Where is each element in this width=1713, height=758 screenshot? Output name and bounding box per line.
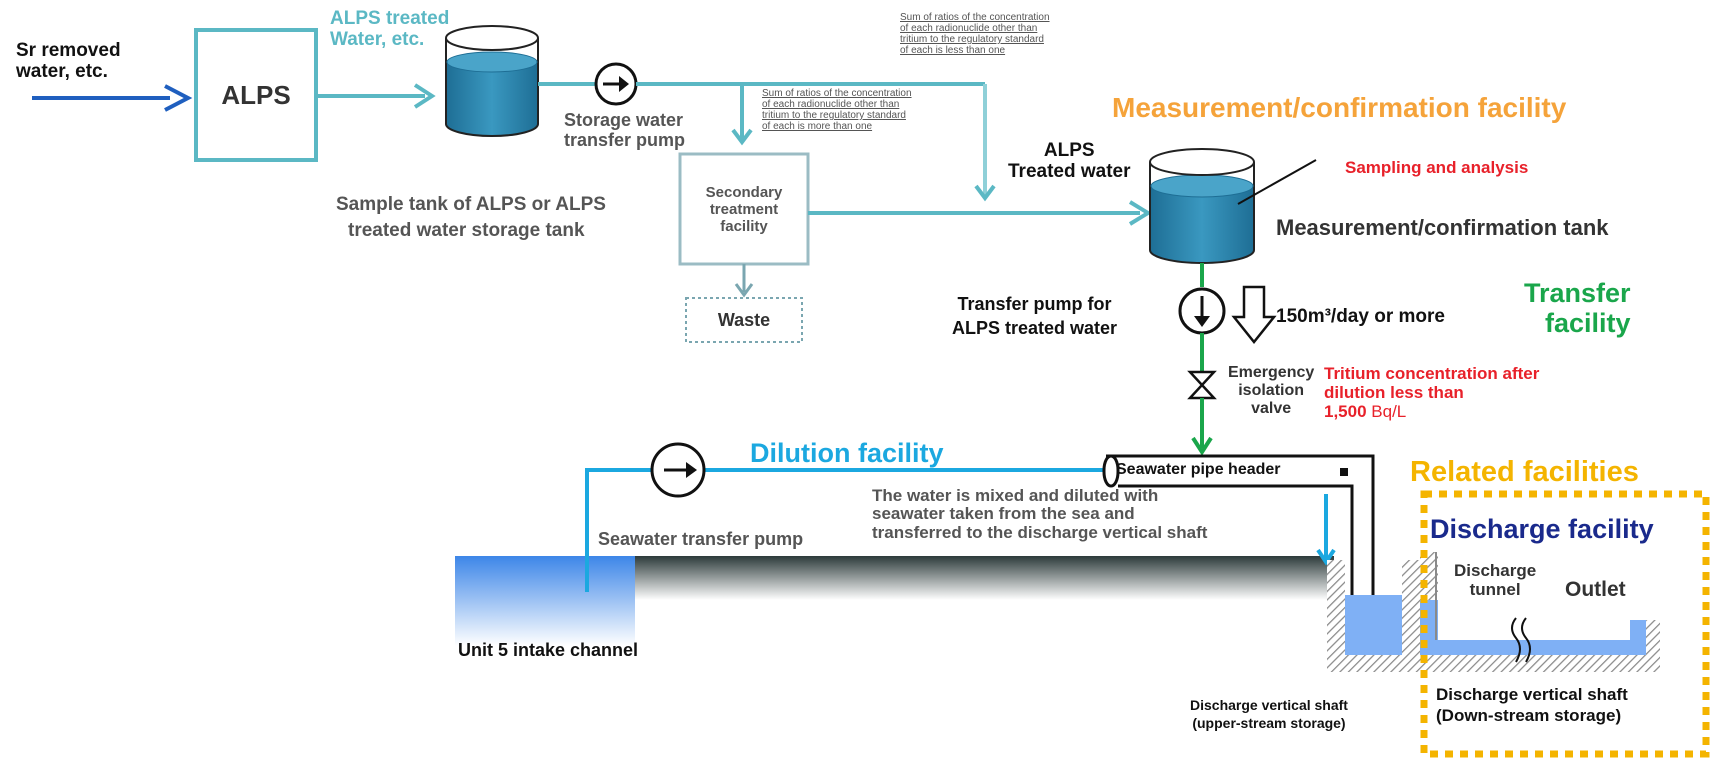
alps-label: ALPS	[221, 79, 291, 110]
dilution-pipe	[585, 468, 1104, 592]
flow-rate-arrow-icon	[1231, 285, 1277, 345]
measurement-tank-icon	[1149, 148, 1317, 264]
intake-channel-label: Unit 5 intake channel	[458, 640, 639, 660]
seawater-pump-label: Seawater transfer pump	[598, 529, 804, 549]
seawater-pipe-header	[1102, 454, 1375, 595]
related-facilities-title: Related facilities	[1410, 456, 1639, 488]
outlet-label: Outlet	[1565, 578, 1626, 601]
waste-label: Waste	[717, 309, 771, 330]
transfer-pump-icon	[1178, 263, 1226, 335]
discharge-facility-title: Discharge facility	[1430, 514, 1654, 544]
storage-outflow-lines	[636, 82, 996, 202]
secondary-treatment-box	[678, 152, 810, 266]
transfer-line	[1187, 333, 1217, 456]
tritium-value: 1,500	[1324, 402, 1367, 422]
shaft-inflow-arrow	[1316, 494, 1336, 566]
intake-channel-water	[455, 556, 635, 646]
related-facilities-box	[1420, 490, 1710, 758]
seawater-pump-icon	[650, 442, 706, 498]
measurement-tank-label: Measurement/confirmation tank	[1276, 215, 1609, 240]
measurement-facility-title: Measurement/confirmation facility	[1112, 92, 1567, 123]
alps-to-tank-arrow	[316, 83, 436, 109]
flow-rate-label: 150m³/day or more	[1276, 306, 1445, 327]
sample-tank-label: Sample tank of ALPS or ALPS treated wate…	[336, 194, 606, 241]
shaft-downstream-label: Discharge vertical shaft(Down-stream sto…	[1436, 685, 1628, 726]
waste-arrow	[734, 264, 754, 298]
storage-tank-icon	[445, 25, 539, 137]
secondary-to-measurement-line	[808, 200, 1152, 226]
shaft-upstream-label: Discharge vertical shaft(upper-stream st…	[1190, 697, 1348, 732]
upstream-shaft	[1327, 560, 1420, 672]
tritium-note: Tritium concentration after dilution les…	[1324, 364, 1540, 422]
ground-strip	[634, 556, 1334, 600]
waste-box	[685, 297, 803, 343]
inflow-arrow	[32, 84, 193, 112]
sampling-analysis-label: Sampling and analysis	[1345, 158, 1529, 177]
dilution-facility-title: Dilution facility	[750, 438, 944, 468]
storage-pump-icon	[538, 62, 638, 106]
tritium-unit: Bq/L	[1371, 402, 1407, 422]
seawater-header-label: Seawater pipe header	[1116, 461, 1281, 478]
